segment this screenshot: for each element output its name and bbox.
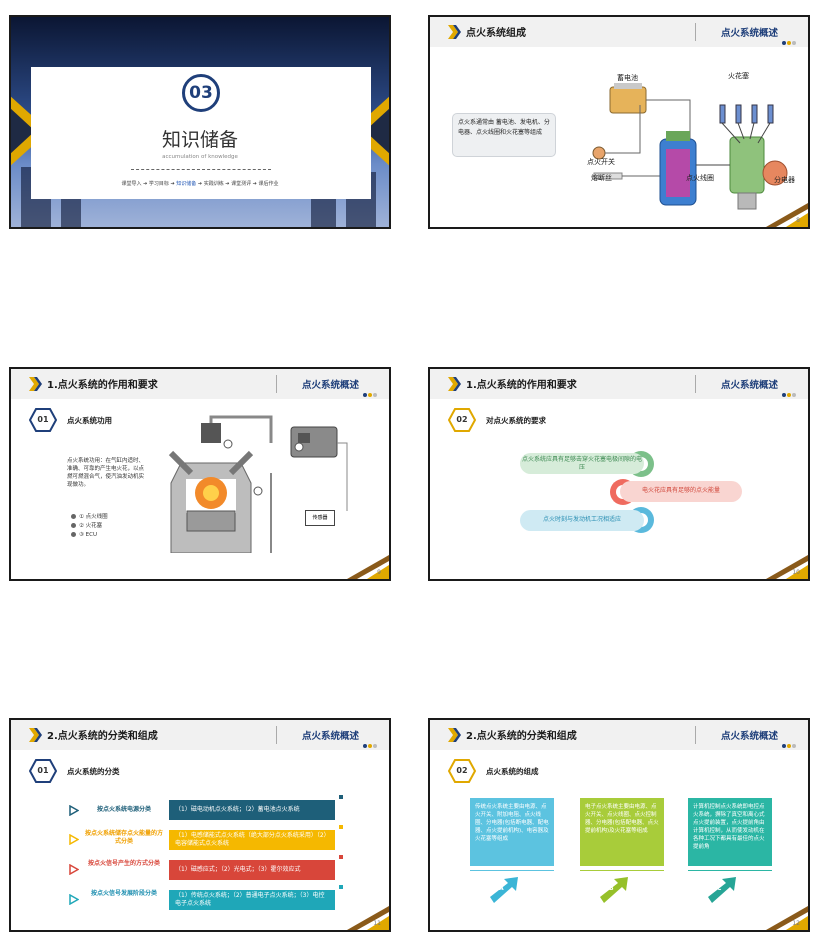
section-label: 点火系统概述	[720, 731, 778, 742]
play-triangle-icon	[69, 834, 79, 845]
chevron-left-decoration-icon	[11, 96, 49, 166]
section-label: 点火系统概述	[720, 380, 778, 391]
dots-icon	[363, 382, 381, 397]
corner-decoration-icon	[766, 906, 808, 930]
page-number: 9	[377, 569, 381, 576]
slide-title: 1.点火系统的作用和要求	[466, 380, 577, 391]
slide-function[interactable]: 1.点火系统的作用和要求 点火系统概述 01 点火系统功用 点火系统功用：在气缸…	[9, 367, 391, 581]
cover-subtitle: accumulation of knowledge	[162, 154, 238, 160]
description-box: 点火系通常由 蓄电池、发电机、分电器、点火线圈和火花塞等组成	[452, 113, 556, 157]
hexagon-number-badge: 01	[28, 408, 58, 432]
category-detail: （1）电感储能式点火系统（绝大部分点火系统采用）（2）电容储能式点火系统	[169, 830, 335, 850]
hexagon-number-badge: 01	[28, 759, 58, 783]
page-number: 10	[792, 569, 800, 576]
card-computer-controlled: 计算机控制点火系统即电控点火系统，摒除了真空和离心式点火提前装置，点火提前角由计…	[688, 798, 772, 866]
play-triangle-icon	[69, 805, 79, 816]
page-number: 8	[796, 217, 800, 224]
requirement-energy: 电火花应具有足够的点火能量	[620, 481, 742, 502]
cover-nav: 课堂导入 ➔ 学习目标 ➔ 知识储备 ➔ 实践训练 ➔ 课堂测评 ➔ 课后作业	[121, 181, 279, 187]
category-detail: （1）磁感应式；（2）光电式；（3）霍尔效应式	[169, 860, 335, 880]
legend-item: ② 火花塞	[71, 522, 108, 531]
label-distributor: 分电器	[774, 176, 795, 184]
category-label: 按点火系统储存点火能量的方式分类	[84, 830, 163, 845]
subheading: 对点火系统的要求	[486, 416, 546, 425]
requirement-voltage: 点火系统应具有足够击穿火花塞电极间隙的电压	[520, 453, 644, 474]
corner-decoration-icon	[766, 555, 808, 579]
slide-header: 1.点火系统的作用和要求 点火系统概述	[11, 369, 389, 399]
category-detail: （1）磁电动机点火系统；（2）蓄电池点火系统	[169, 800, 335, 820]
slide-title: 点火系统组成	[466, 28, 526, 39]
slide-header: 2.点火系统的分类和组成 点火系统概述	[430, 720, 808, 750]
play-triangle-icon	[69, 894, 79, 905]
nav-item[interactable]: 课堂测评	[231, 181, 252, 187]
chevron-right-icon	[29, 377, 42, 391]
page-number: 12	[792, 920, 800, 927]
divider	[131, 169, 271, 170]
nav-item[interactable]: 课堂导入	[121, 181, 142, 187]
section-label: 点火系统概述	[720, 28, 778, 39]
slide-title: 1.点火系统的作用和要求	[47, 380, 158, 391]
slide-header: 点火系统组成 点火系统概述	[430, 17, 808, 47]
play-triangle-icon	[69, 864, 79, 875]
cover-title: 知识储备	[161, 129, 238, 151]
chevron-right-icon	[448, 377, 461, 391]
slide-header: 2.点火系统的分类和组成 点火系统概述	[11, 720, 389, 750]
subheading: 点火系统功用	[67, 416, 112, 425]
nav-item[interactable]: 课后作业	[258, 181, 279, 187]
nav-item[interactable]: 实践训练	[203, 181, 224, 187]
label-fuse: 熔断丝	[591, 174, 612, 182]
category-detail: （1）传统点火系统；（2）普通电子点火系统；（3）电控电子点火系统	[169, 890, 335, 910]
slide-composition[interactable]: 点火系统组成 点火系统概述 点火系通常由 蓄电池、发电机、分电器、点火线圈和火花…	[428, 15, 810, 229]
subheading: 点火系统的分类	[67, 767, 120, 776]
sensor-box: 传感器	[305, 510, 335, 526]
category-label: 按点火信号产生的方式分类	[87, 860, 160, 867]
component-legend: ① 点火线圈 ② 火花塞 ③ ECU	[71, 513, 108, 540]
chevron-right-icon	[448, 25, 461, 39]
nav-item[interactable]: 学习目标	[148, 181, 169, 187]
label-spark-plug: 火花塞	[728, 72, 749, 80]
dots-icon	[782, 30, 800, 45]
section-label: 点火系统概述	[301, 731, 359, 742]
section-number-badge: 03	[182, 74, 220, 112]
corner-decoration-icon	[347, 906, 389, 930]
slide-cover[interactable]: 03 知识储备 accumulation of knowledge 课堂导入 ➔…	[9, 15, 391, 229]
slide-components[interactable]: 2.点火系统的分类和组成 点火系统概述 02 点火系统的组成 传统点火系统主要由…	[428, 718, 810, 932]
card-electronic: 电子点火系统主要由电源、点火开关、点火线圈、点火控制器、分电器(包括配电器、点火…	[580, 798, 664, 866]
legend-item: ③ ECU	[71, 531, 108, 540]
label-ignition-switch: 点火开关	[587, 158, 615, 166]
chevron-right-icon	[29, 728, 42, 742]
category-label: 按点火信号发展阶段分类	[90, 890, 157, 897]
hexagon-number-badge: 02	[447, 408, 477, 432]
corner-decoration-icon	[766, 203, 808, 227]
hexagon-number-badge: 02	[447, 759, 477, 783]
slide-classification[interactable]: 2.点火系统的分类和组成 点火系统概述 01 点火系统的分类 按点火系统电源分类…	[9, 718, 391, 932]
category-label: 按点火系统电源分类	[96, 806, 151, 813]
corner-decoration-icon	[347, 555, 389, 579]
chevron-right-icon	[448, 728, 461, 742]
dots-icon	[782, 733, 800, 748]
ignition-system-diagram	[592, 83, 788, 210]
slide-title: 2.点火系统的分类和组成	[466, 731, 577, 742]
card-traditional: 传统点火系统主要由电源、点火开关、附加电阻、点火线圈、分电器(包括断电器、配电器…	[470, 798, 554, 866]
dots-icon	[363, 733, 381, 748]
engine-cylinder-diagram	[168, 415, 348, 553]
arrow-b-icon: B	[596, 875, 632, 905]
slide-requirements[interactable]: 1.点火系统的作用和要求 点火系统概述 02 对点火系统的要求 点火系统应具有足…	[428, 367, 810, 581]
legend-item: ① 点火线圈	[71, 513, 108, 522]
arrow-c-icon: C	[704, 875, 740, 905]
label-battery: 蓄电池	[617, 74, 638, 82]
dots-icon	[782, 382, 800, 397]
nav-item-active[interactable]: 知识储备	[176, 181, 197, 187]
label-ignition-coil: 点火线圈	[686, 174, 714, 182]
function-text: 点火系统功用：在气缸内适时、准确、可靠的产生电火花，以点燃可燃混合气，使汽油发动…	[67, 458, 145, 488]
slide-header: 1.点火系统的作用和要求 点火系统概述	[430, 369, 808, 399]
requirement-timing: 点火时刻与发动机工况相适应	[520, 510, 644, 531]
section-label: 点火系统概述	[301, 380, 359, 391]
page-number: 11	[373, 920, 381, 927]
slide-title: 2.点火系统的分类和组成	[47, 731, 158, 742]
arrow-a-icon: A	[486, 875, 522, 905]
subheading: 点火系统的组成	[486, 767, 539, 776]
